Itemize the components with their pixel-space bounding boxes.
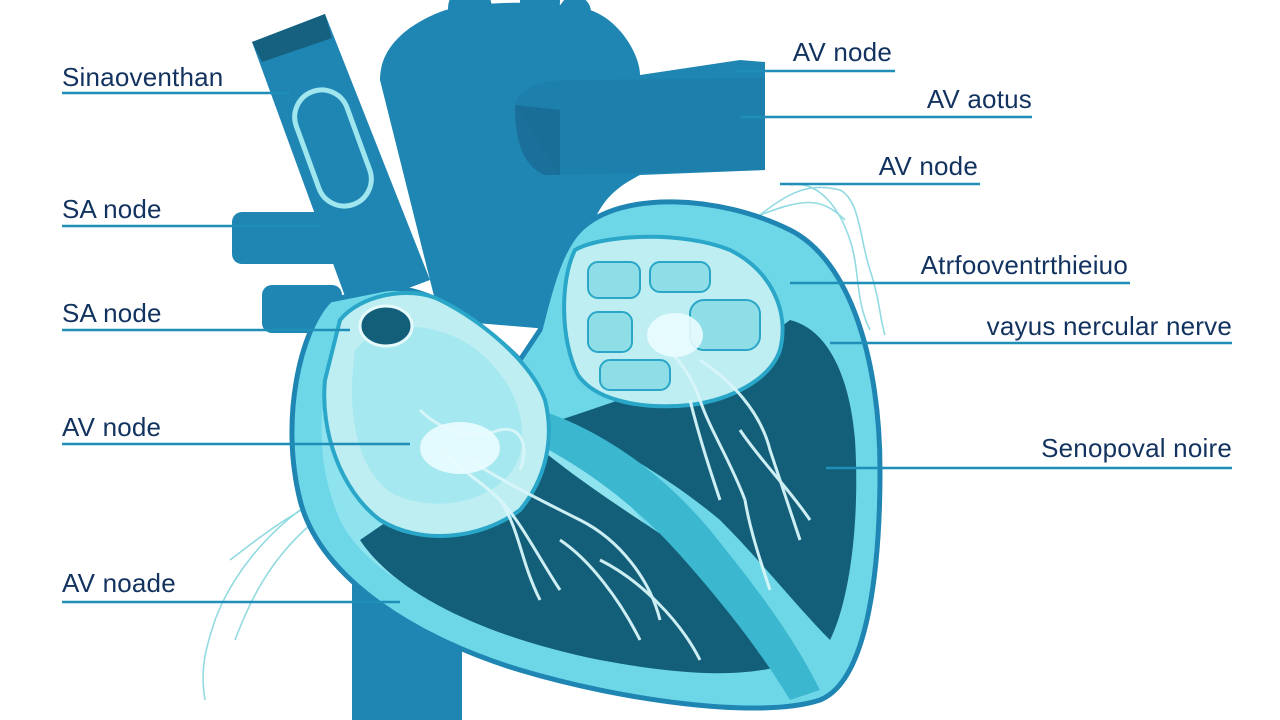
- leader-lines: [62, 69, 1232, 604]
- label-right-5: vayus nercular nerve: [986, 311, 1232, 341]
- label-right-1: AV node: [792, 37, 892, 67]
- conduction-network: [418, 328, 812, 661]
- label-left-2: SA node: [62, 194, 162, 224]
- heart-body: [289, 199, 883, 711]
- label-right-2: AV aotus: [926, 84, 1032, 114]
- label-left-3: SA node: [62, 298, 162, 328]
- label-right-3: AV node: [878, 151, 978, 181]
- label-left-4: AV node: [62, 412, 162, 442]
- label-right-4: Atrfooventrthieiuo: [920, 250, 1128, 280]
- node-clusters: [420, 313, 703, 474]
- label-left-1: Sinaoventhan: [62, 62, 224, 92]
- label-right-6: Senopoval noire: [1041, 433, 1232, 463]
- label-left-5: AV noade: [62, 568, 176, 598]
